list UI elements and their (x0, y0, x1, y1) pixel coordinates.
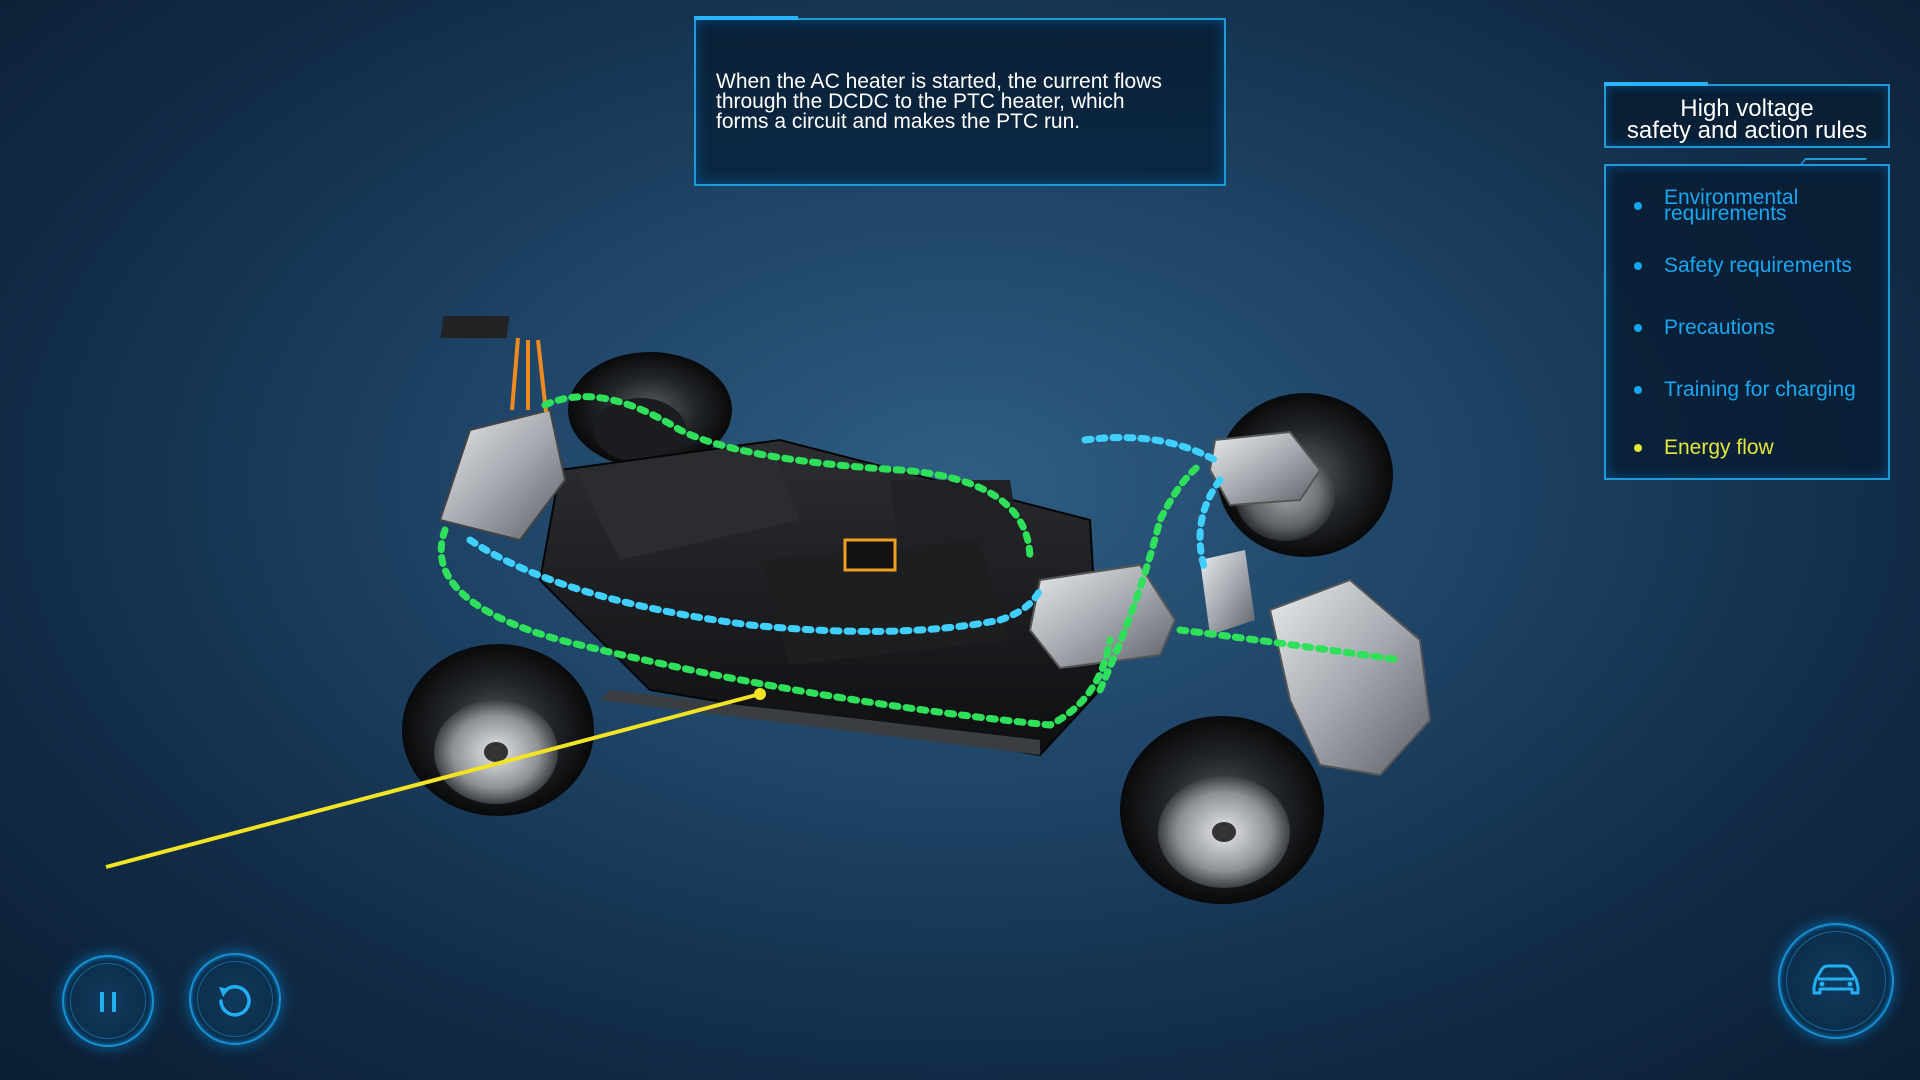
info-line: forms a circuit and makes the PTC run. (716, 110, 1081, 133)
menu-item-label: Safety requirements (1664, 254, 1852, 277)
menu-item-label: Energy flow (1664, 436, 1774, 459)
ptc-heater-module (1028, 563, 1177, 670)
battery-pack (538, 438, 1102, 757)
wheel-front-left (1120, 716, 1324, 904)
menu-item-energy-flow[interactable]: Energy flow (1634, 436, 1774, 460)
pointer-line (105, 688, 766, 869)
pause-icon (100, 992, 116, 1012)
drive-motor (1268, 578, 1432, 777)
wheel-rear-left (568, 352, 732, 468)
info-panel: When the AC heater is started, the curre… (694, 16, 1226, 186)
energy-flow-green (437, 393, 1404, 729)
bullet-icon (1634, 324, 1642, 332)
replay-icon (219, 985, 251, 1017)
bullet-icon (1634, 444, 1642, 452)
bullet-icon (1634, 202, 1642, 210)
car-icon (1812, 964, 1860, 995)
vehicle-view-button[interactable] (1778, 923, 1894, 1039)
replay-button[interactable] (189, 953, 281, 1045)
dcdc-module (1208, 430, 1322, 507)
panel-title: High voltage safety and action rules (1604, 82, 1890, 148)
wheel-rear-right (402, 644, 594, 816)
menu-item-label: requirements (1664, 202, 1787, 225)
info-line: When the AC heater is started, the curre… (716, 70, 1162, 93)
menu-item-environmental-requirements[interactable]: Environmental requirements (1634, 186, 1799, 225)
menu-item-safety-requirements[interactable]: Safety requirements (1634, 254, 1852, 278)
menu-item-label: Training for charging (1664, 378, 1856, 401)
onboard-charger (438, 316, 567, 542)
menu-item-label: Environmental (1664, 186, 1799, 209)
bullet-icon (1634, 262, 1642, 270)
menu-item-training-for-charging[interactable]: Training for charging (1634, 378, 1856, 402)
menu-item-label: Precautions (1664, 316, 1775, 339)
panel-title-line2: safety and action rules (1626, 117, 1868, 144)
info-line: through the DCDC to the PTC heater, whic… (716, 90, 1125, 113)
rules-menu: Environmental requirements Safety requir… (1604, 164, 1890, 480)
panel-title-line1: High voltage (1680, 95, 1814, 122)
energy-flow-cyan (466, 434, 1224, 635)
info-text: When the AC heater is started, the curre… (716, 70, 1204, 133)
bullet-icon (1634, 386, 1642, 394)
compressor (1200, 550, 1255, 635)
pause-button[interactable] (62, 955, 154, 1047)
menu-item-precautions[interactable]: Precautions (1634, 316, 1775, 340)
